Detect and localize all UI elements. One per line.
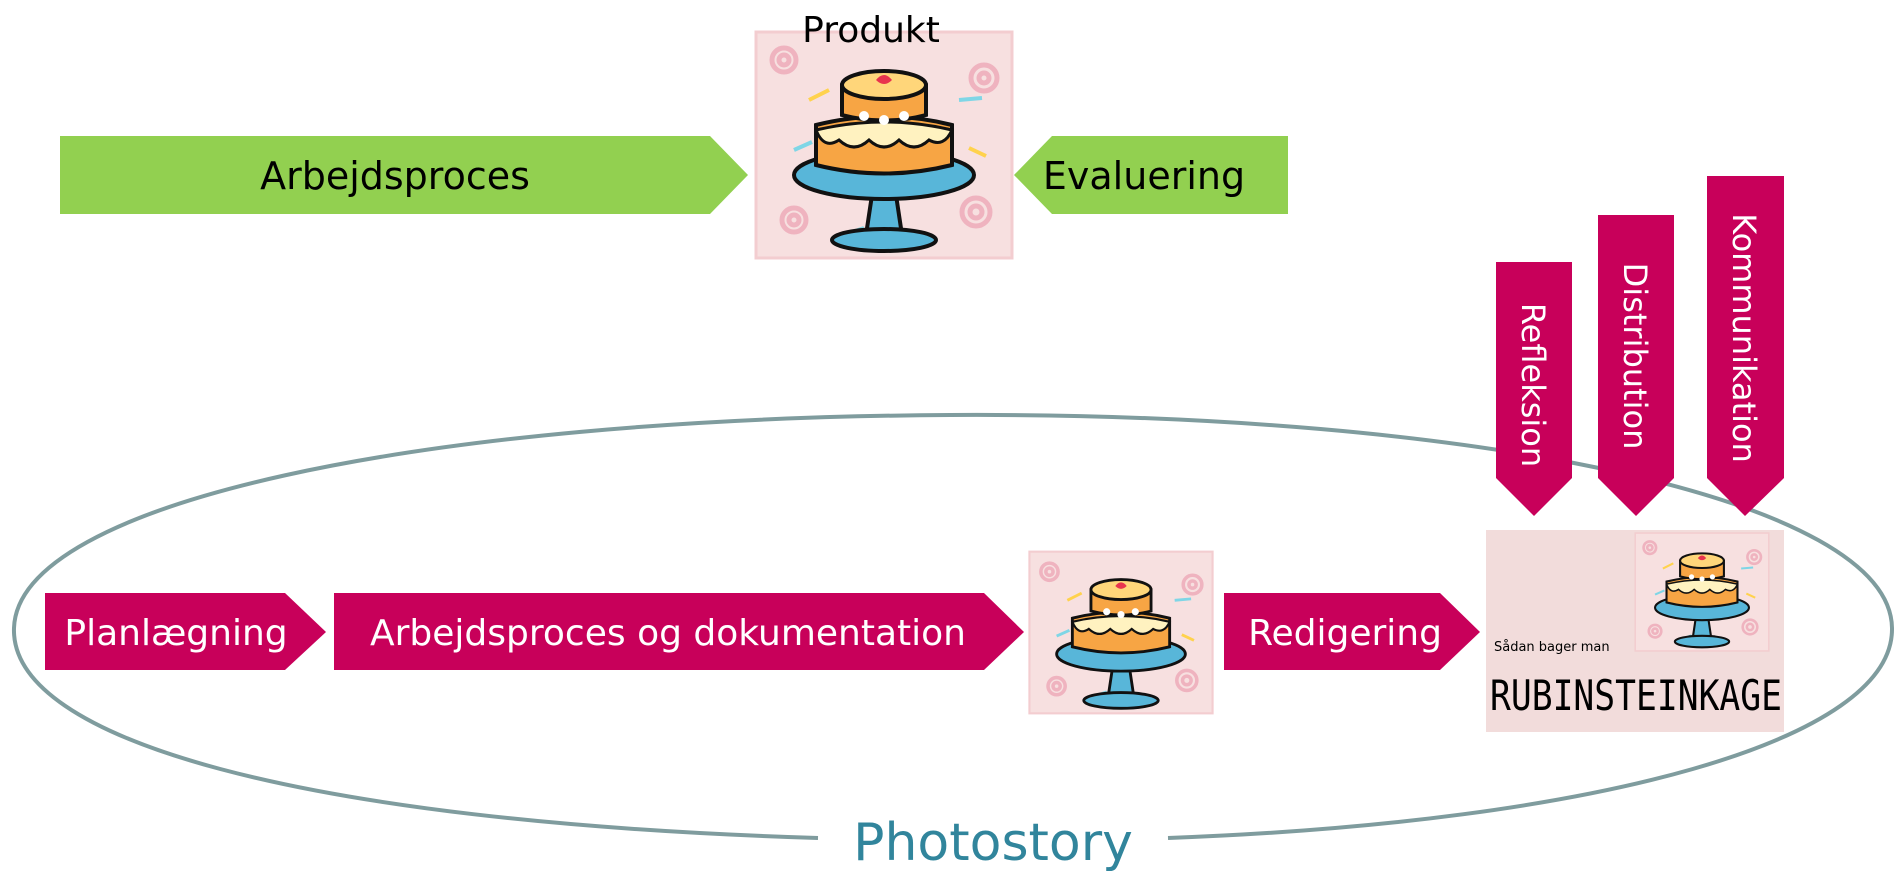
planning-label: Planlægning — [64, 613, 287, 654]
cake-on-stand-icon — [1633, 532, 1771, 652]
cake-on-stand-icon — [1028, 550, 1214, 715]
work-process-label: Arbejdsproces — [260, 154, 530, 198]
final-product-title: RUBINSTEINKAGE — [1490, 671, 1782, 720]
cake-on-stand-icon — [756, 32, 1012, 258]
editing-arrow — [1224, 593, 1480, 670]
reflection-arrow — [1496, 262, 1572, 516]
product-label: Produkt — [802, 10, 940, 51]
distribution-label: Distribution — [1616, 263, 1654, 450]
planning-arrow — [45, 593, 326, 670]
editing-label: Redigering — [1248, 613, 1442, 654]
photostory-ellipse — [11, 412, 1895, 840]
bottom-workflow: Planlægning Arbejdsproces og dokumentati… — [45, 550, 1480, 715]
evaluation-arrow — [1014, 136, 1288, 214]
top-workflow: Arbejdsproces Produkt Evaluering — [60, 10, 1288, 258]
work-documentation-arrow — [334, 593, 1024, 670]
communication-label: Kommunikation — [1725, 213, 1763, 463]
distribution-arrow — [1598, 215, 1674, 516]
work-documentation-label: Arbejdsproces og dokumentation — [370, 613, 966, 654]
final-product-card: Sådan bager man RUBINSTEINKAGE — [1486, 530, 1784, 732]
communication-arrow — [1707, 176, 1784, 516]
evaluation-label: Evaluering — [1043, 154, 1245, 198]
output-arrows: Refleksion Distribution Kommunikation — [1496, 176, 1784, 516]
reflection-label: Refleksion — [1514, 303, 1552, 467]
photostory-label: Photostory — [853, 813, 1133, 873]
photostory-cycle: Photostory — [11, 412, 1895, 873]
work-process-arrow — [60, 136, 748, 214]
final-product-subtitle: Sådan bager man — [1494, 640, 1610, 655]
